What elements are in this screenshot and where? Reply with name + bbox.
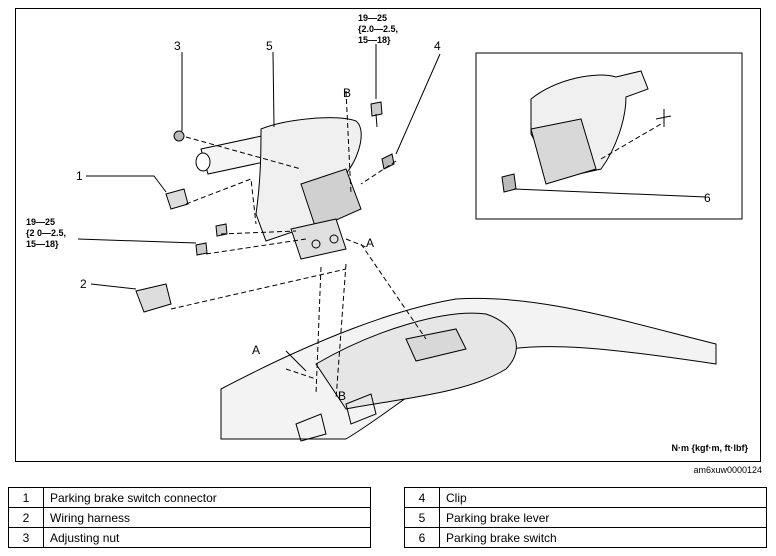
legend-number: 2 — [8, 507, 44, 528]
legend-part-name: Parking brake switch — [439, 527, 767, 548]
exploded-view-diagram: 3 5 4 1 2 6 B A A B 19—25 {2.0—2.5, 15—1… — [15, 8, 761, 462]
legend-row: 3 Adjusting nut — [8, 527, 371, 548]
lever-body — [255, 117, 362, 242]
legend-part-name: Clip — [439, 487, 767, 508]
harness-part — [135, 283, 172, 313]
callout-1: 1 — [76, 169, 83, 183]
callout-4: 4 — [434, 39, 441, 53]
clip-part — [381, 153, 395, 170]
legend-number: 3 — [8, 527, 44, 548]
legend-number: 5 — [404, 507, 440, 528]
legend-row: 1 Parking brake switch connector — [8, 487, 371, 508]
legend-number: 6 — [404, 527, 440, 548]
legend-row: 4 Clip — [404, 487, 767, 508]
console-inner-detail — [295, 393, 377, 442]
inset-mechanism — [530, 118, 597, 185]
callout-6: 6 — [704, 191, 711, 205]
lever-bracket — [290, 218, 347, 260]
legend-row: 6 Parking brake switch — [404, 527, 767, 548]
callout-a-left: A — [252, 343, 261, 357]
unit-note: N·m {kgf·m, ft·lbf} — [671, 443, 749, 453]
inset-switch — [501, 173, 517, 193]
legend-row: 2 Wiring harness — [8, 507, 371, 528]
legend-number: 4 — [404, 487, 440, 508]
legend-part-name: Adjusting nut — [43, 527, 371, 548]
bolts-left — [195, 223, 228, 256]
lever-ratchet — [300, 168, 362, 230]
torque-spec-top: 19—25 {2.0—2.5, 15—18} — [358, 13, 399, 45]
torque-spec-left: 19—25 {2 0—2.5, 15—18} — [26, 217, 67, 249]
legend-row: 5 Parking brake lever — [404, 507, 767, 528]
lever-mechanism-base — [405, 328, 467, 362]
legend-table-right: 4 Clip 5 Parking brake lever 6 Parking b… — [404, 487, 767, 548]
legend-part-name: Parking brake switch connector — [43, 487, 371, 508]
figure-code: am6xuw0000124 — [693, 465, 762, 475]
callout-5: 5 — [266, 39, 273, 53]
bolt-top — [370, 101, 383, 128]
callout-a-top: A — [366, 236, 375, 250]
callout-b-top: B — [343, 86, 352, 100]
legend-part-name: Parking brake lever — [439, 507, 767, 528]
connector-part — [165, 188, 189, 210]
callout-b-bottom: B — [338, 389, 347, 403]
callout-3: 3 — [174, 39, 181, 53]
adjusting-nut-part — [173, 130, 185, 142]
callout-2: 2 — [80, 277, 87, 291]
legend-number: 1 — [8, 487, 44, 508]
diagram-drawing — [77, 44, 743, 442]
legend-table-left: 1 Parking brake switch connector 2 Wirin… — [8, 487, 371, 548]
legend-part-name: Wiring harness — [43, 507, 371, 528]
